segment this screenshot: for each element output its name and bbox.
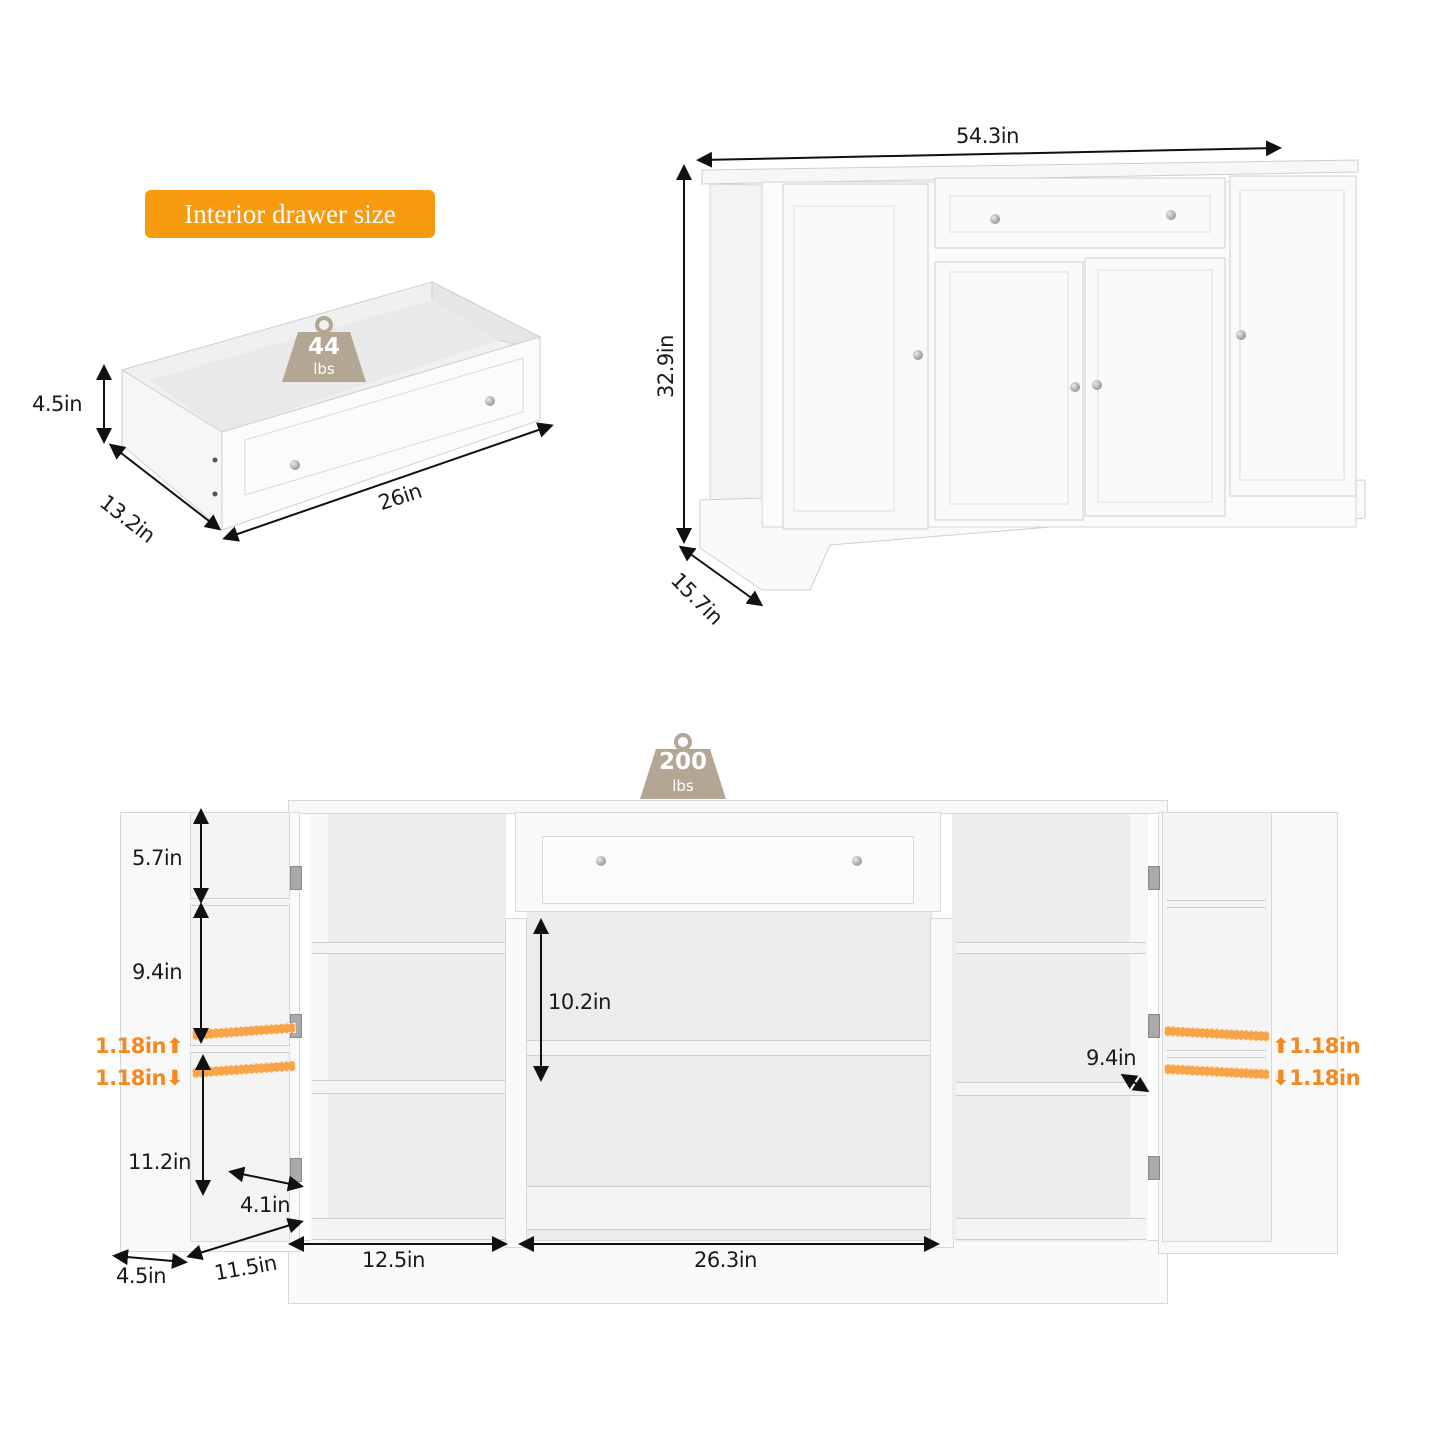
sideboard-weight-badge: 200 lbs [640,733,726,799]
door-depth-label: 4.5in [116,1264,167,1288]
right-compartment [952,814,1148,1242]
left-compartment [310,814,506,1242]
side-cabinet-width-label: 12.5in [362,1248,425,1272]
weight-value: 44 [307,334,340,360]
center-shelf [527,1040,933,1056]
sideboard-knob [913,350,923,360]
interior-drawer-size-badge: Interior drawer size [145,190,435,238]
adjust-left-down-label: 1.18in⬇ [95,1066,184,1090]
door-gap-middle-label: 9.4in [132,960,183,984]
door-shelf-depth-label: 4.1in [240,1193,291,1217]
drawer-knob-right [485,396,495,406]
hinge [1148,866,1160,890]
sideboard-knob [1166,210,1176,220]
left-shelf [312,1080,506,1094]
sideboard-knob [1092,380,1102,390]
right-shelf [956,942,1146,954]
drawer-weight-badge: 44 lbs [282,316,366,382]
left-door-shelf [190,1045,290,1053]
left-door-shelf [190,898,290,906]
weight-icon [640,733,726,799]
adjust-left-up-label: 1.18in⬆ [95,1034,184,1058]
hinge [1148,1156,1160,1180]
weight-unit: lbs [313,360,335,378]
sideboard-knob [1236,330,1246,340]
right-door-shelf [1166,900,1266,908]
overall-width-label: 54.3in [956,124,1019,148]
drawer-knob [596,856,606,866]
arrow-up-icon: ⬆ [1272,1034,1290,1058]
center-compartment [527,912,933,1240]
center-door-left-edge [505,918,527,1248]
hinge [1148,1014,1160,1038]
adjust-right-up-label: ⬆1.18in [1272,1034,1361,1058]
drawer-height-label: 4.5in [32,392,83,416]
weight-value: 200 [658,749,707,775]
door-gap-bottom-label: 11.2in [128,1150,191,1174]
left-shelf [312,942,506,954]
weight-unit: lbs [672,777,694,795]
right-shelf [956,1082,1146,1096]
weight-icon [282,316,366,382]
drawer-knob [852,856,862,866]
hinge [290,866,302,890]
arrow-down-icon: ⬇ [1272,1066,1290,1090]
center-drawer-inset [542,836,914,904]
arrow-down-icon: ⬇ [165,1066,184,1090]
right-door-shelf [1166,1050,1266,1058]
center-cabinet-width-label: 26.3in [694,1248,757,1272]
sideboard-knob [1070,382,1080,392]
right-bottom [956,1218,1146,1240]
center-shelf-height-label: 10.2in [548,990,611,1014]
door-gap-top-label: 5.7in [132,846,183,870]
adjust-right-down-label: ⬇1.18in [1272,1066,1361,1090]
badge-label: Interior drawer size [184,198,396,229]
side-shelf-depth-label: 9.4in [1086,1046,1137,1070]
center-bottom [527,1186,933,1230]
sideboard-knob [990,214,1000,224]
arrow-up-icon: ⬆ [165,1034,184,1058]
